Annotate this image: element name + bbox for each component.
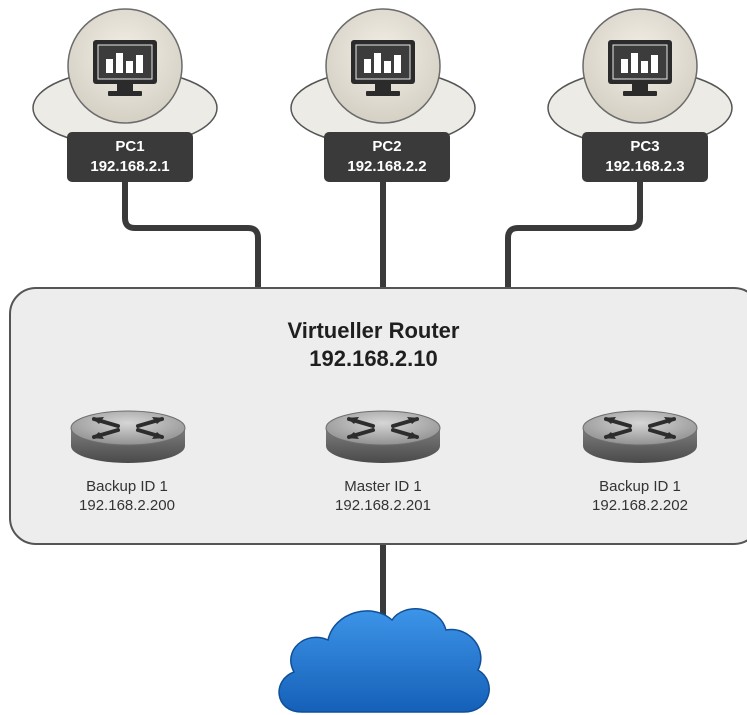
pc1-node — [32, 8, 218, 147]
router2-role: Master ID 1 — [344, 478, 422, 495]
router3-ip: 192.168.2.202 — [592, 497, 688, 514]
pc1-ip: 192.168.2.1 — [90, 158, 170, 175]
monitor-chart-icon — [608, 40, 672, 96]
router1-role: Backup ID 1 — [86, 478, 168, 495]
router-icon — [70, 410, 186, 463]
router2-node — [325, 410, 441, 463]
pc2-ip: 192.168.2.2 — [347, 158, 427, 175]
wire-pc3 — [505, 172, 643, 293]
pc1-label: PC1 192.168.2.1 — [67, 132, 193, 182]
pc3-ip: 192.168.2.3 — [605, 158, 685, 175]
router1-ip: 192.168.2.200 — [79, 497, 175, 514]
pc3-name: PC3 — [630, 138, 660, 155]
pc3-label: PC3 192.168.2.3 — [582, 132, 708, 182]
router3-role: Backup ID 1 — [599, 478, 681, 495]
virtual-router-ip: 192.168.2.10 — [309, 346, 438, 371]
monitor-chart-icon — [93, 40, 157, 96]
pc2-label: PC2 192.168.2.2 — [324, 132, 450, 182]
wire-pc1 — [122, 172, 261, 293]
router3-label: Backup ID 1 192.168.2.202 — [550, 477, 730, 515]
cloud-icon — [278, 608, 490, 713]
router3-node — [582, 410, 698, 463]
pc3-node — [547, 8, 733, 147]
virtual-router-title: Virtueller Router — [287, 318, 460, 343]
internet-cloud — [278, 608, 490, 713]
pc2-name: PC2 — [372, 138, 402, 155]
monitor-chart-icon — [351, 40, 415, 96]
router1-label: Backup ID 1 192.168.2.200 — [37, 477, 217, 515]
router2-label: Master ID 1 192.168.2.201 — [293, 477, 473, 515]
pc1-name: PC1 — [115, 138, 145, 155]
router-icon — [582, 410, 698, 463]
router1-node — [70, 410, 186, 463]
router-icon — [325, 410, 441, 463]
router2-ip: 192.168.2.201 — [335, 497, 431, 514]
pc2-node — [290, 8, 476, 147]
